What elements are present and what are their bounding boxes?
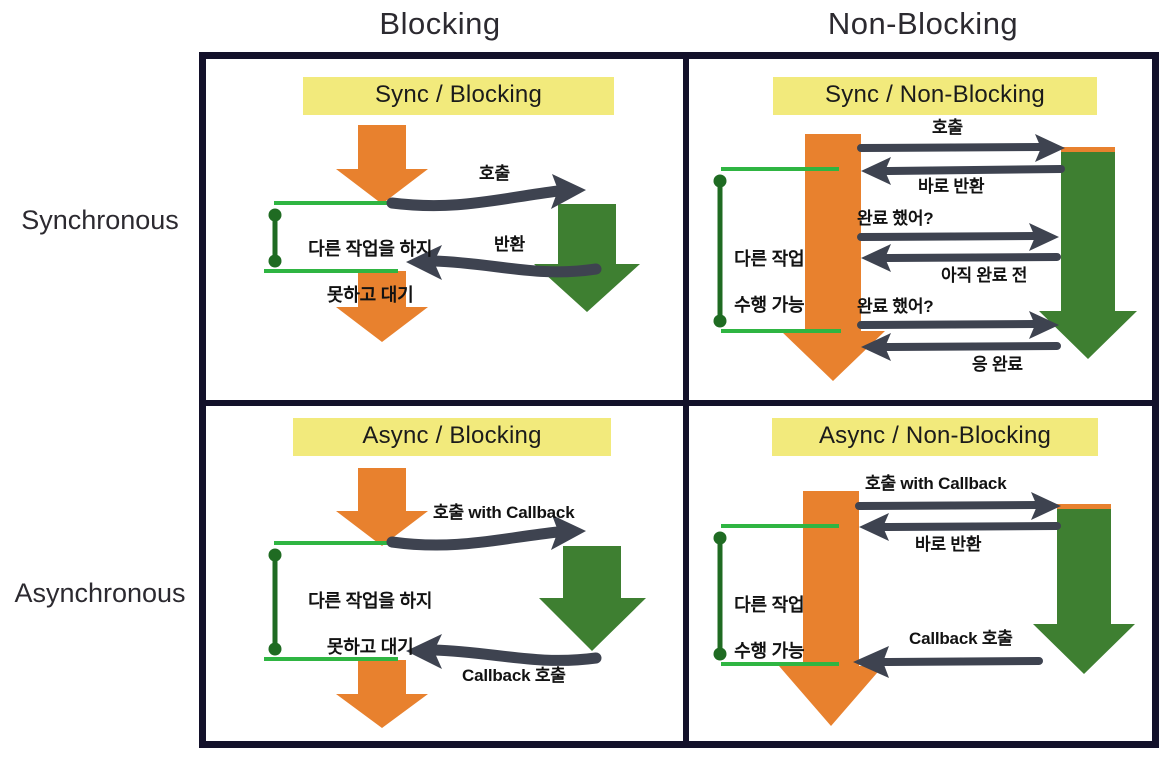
caller-orange-arrow-bottom (336, 660, 428, 728)
call-with-callback-arrow (386, 526, 564, 551)
column-header-non-blocking: Non-Blocking (827, 6, 1019, 41)
row-header-asynchronous: Asynchronous (14, 578, 186, 608)
work-note-sync-non-blocking: 다른 작업 수행 가능 (734, 249, 805, 316)
caller-orange-arrow-top (336, 125, 428, 204)
callee-orange-cap (1057, 504, 1111, 509)
label-callback-async-non-blocking: Callback 호출 (909, 629, 1013, 648)
callback-arrow (428, 644, 602, 666)
sync-blocking-graphic (264, 125, 640, 342)
horizontal-divider (206, 400, 1152, 406)
caller-orange-arrow (779, 491, 883, 726)
async-blocking-graphic (264, 468, 646, 728)
label-call-sync-blocking: 호출 (479, 164, 510, 183)
row-header-synchronous: Synchronous (21, 205, 179, 235)
wait-note-sync-blocking: 다른 작업을 하지 못하고 대기 (308, 239, 433, 306)
quadrant-title-async-non-blocking: Async / Non-Blocking (772, 418, 1098, 456)
callee-green-arrow (1039, 147, 1137, 359)
quadrant-title-sync-non-blocking: Sync / Non-Blocking (773, 77, 1097, 115)
work-bracket-dot-top (713, 174, 727, 188)
quadrant-title-async-blocking: Async / Blocking (293, 418, 611, 456)
sync-non-blocking-graphic (713, 134, 1137, 381)
label-call-async-blocking: 호출 with Callback (433, 503, 575, 522)
immediate-return-arrow-head (859, 513, 889, 541)
call-arrow-head (551, 174, 586, 209)
poll-reply-1-head (861, 244, 891, 272)
call-arrow-1 (857, 143, 1045, 152)
quadrant-sync-non-blocking: Sync / Non-Blocking (689, 59, 1152, 400)
work-bracket-dot-bottom (713, 647, 727, 661)
poll-reply-2-arrow (881, 342, 1061, 351)
callee-green-arrow (1033, 504, 1135, 674)
return-arrow-1 (881, 165, 1065, 175)
quadrant-matrix: Sync / Blocking (199, 52, 1159, 748)
async-non-blocking-graphic (713, 491, 1135, 726)
work-bracket-dot-top (713, 531, 727, 545)
callback-arrow (879, 657, 1043, 666)
callee-orange-cap (1061, 147, 1115, 152)
poll-arrow-1 (857, 232, 1039, 241)
label-poll2-reply-sync-non-blocking: 응 완료 (972, 355, 1023, 374)
quadrant-title-sync-blocking: Sync / Blocking (303, 77, 614, 115)
caller-orange-arrow (781, 134, 885, 381)
call-with-callback-arrow-head (1031, 492, 1061, 520)
call-with-callback-arrow-head (551, 515, 586, 550)
wait-note-async-blocking: 다른 작업을 하지 못하고 대기 (308, 591, 433, 658)
immediate-return-arrow (879, 522, 1061, 531)
label-poll1-reply-sync-non-blocking: 아직 완료 전 (941, 266, 1028, 285)
return-arrow (428, 255, 602, 278)
quadrant-sync-blocking: Sync / Blocking (206, 59, 683, 400)
poll-reply-2-head (861, 333, 891, 361)
caller-orange-arrow-bottom (336, 271, 428, 342)
callee-green-arrow (539, 546, 646, 651)
callback-arrow-head (406, 634, 442, 669)
call-arrow (386, 185, 564, 212)
label-immediate-return-sync-non-blocking: 바로 반환 (918, 177, 985, 196)
work-note-async-non-blocking: 다른 작업 수행 가능 (734, 595, 805, 662)
wait-bracket-dot-bottom (268, 642, 282, 656)
poll-arrow-2-head (1029, 311, 1059, 339)
column-header-blocking: Blocking (379, 6, 501, 41)
label-poll2-sync-non-blocking: 완료 했어? (857, 297, 934, 316)
call-with-callback-arrow (855, 501, 1041, 510)
poll-arrow-2 (857, 320, 1039, 329)
label-callback-async-blocking: Callback 호출 (462, 666, 566, 685)
return-arrow-1-head (861, 157, 891, 185)
wait-bracket-dot-top (268, 208, 282, 222)
label-call-async-non-blocking: 호출 with Callback (865, 474, 1007, 493)
caller-orange-arrow-top (336, 468, 428, 546)
return-arrow-head (406, 245, 442, 280)
poll-arrow-1-head (1029, 223, 1059, 251)
quadrant-async-non-blocking: Async / Non-Blocking (689, 406, 1152, 741)
call-arrow-1-head (1035, 134, 1065, 162)
label-immediate-return-async-non-blocking: 바로 반환 (915, 535, 982, 554)
wait-bracket-dot-bottom (268, 254, 282, 268)
label-poll1-sync-non-blocking: 완료 했어? (857, 209, 934, 228)
work-bracket-dot-bottom (713, 314, 727, 328)
wait-bracket-dot-top (268, 548, 282, 562)
quadrant-async-blocking: Async / Blocking (206, 406, 683, 741)
poll-reply-1-arrow (881, 253, 1061, 262)
callee-green-arrow (534, 204, 640, 312)
label-call-sync-non-blocking: 호출 (932, 118, 963, 137)
label-return-sync-blocking: 반환 (494, 235, 525, 254)
callback-arrow-head (853, 646, 889, 678)
